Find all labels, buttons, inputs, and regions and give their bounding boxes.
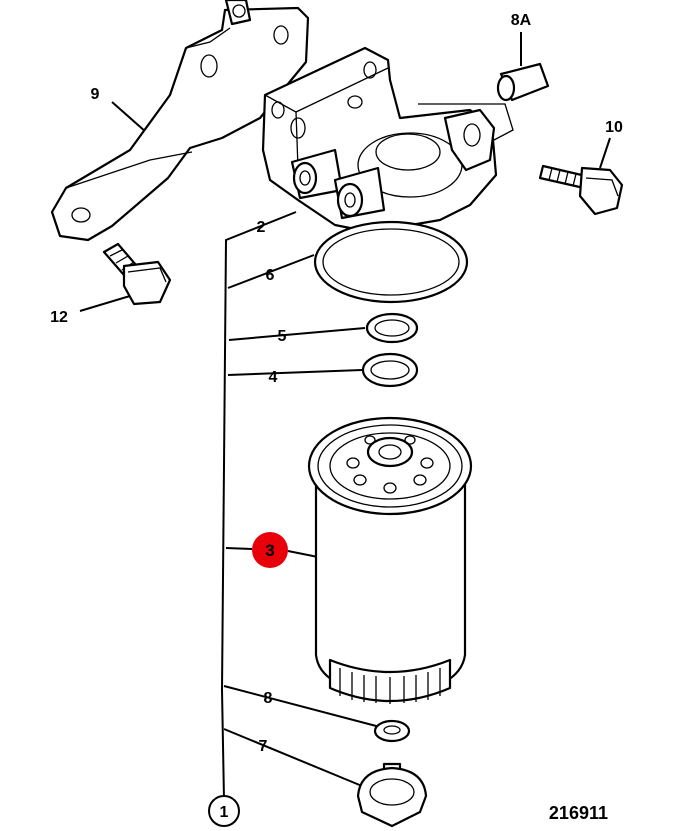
seal-4 bbox=[361, 352, 419, 388]
callout-1: 1 bbox=[208, 795, 240, 827]
callout-labels: 8A 9 10 2 6 12 5 4 8 7 bbox=[50, 12, 623, 755]
callout-8-label: 8 bbox=[264, 690, 273, 707]
filter-head bbox=[261, 46, 514, 234]
drain-valve-7 bbox=[356, 762, 428, 828]
callout-6-label: 6 bbox=[266, 267, 275, 284]
highlight-circle[interactable] bbox=[252, 532, 288, 568]
callout-8a-label: 8A bbox=[511, 12, 532, 29]
callout-4-label: 4 bbox=[269, 369, 278, 386]
callout-1-label: 1 bbox=[220, 804, 229, 821]
seal-5 bbox=[365, 312, 419, 344]
reference-number: 216911 bbox=[549, 803, 608, 823]
callout-10-label: 10 bbox=[605, 119, 623, 136]
callout-3-label: 3 bbox=[265, 541, 274, 560]
callout-12-label: 12 bbox=[50, 309, 68, 326]
filter-cartridge bbox=[307, 416, 473, 704]
callout-7-label: 7 bbox=[259, 738, 268, 755]
washer-8 bbox=[373, 719, 411, 743]
mounting-bracket bbox=[50, 0, 310, 242]
callout-5-label: 5 bbox=[278, 328, 287, 345]
leader-lines bbox=[79, 32, 611, 801]
callout-3-highlight[interactable]: 3 bbox=[252, 532, 288, 568]
callout-9-label: 9 bbox=[91, 86, 100, 103]
o-ring-6 bbox=[313, 220, 469, 304]
bolt-12 bbox=[102, 242, 172, 306]
drain-plug-8a bbox=[496, 62, 550, 102]
bolt-10 bbox=[538, 164, 624, 216]
callout-2-label: 2 bbox=[257, 219, 266, 236]
